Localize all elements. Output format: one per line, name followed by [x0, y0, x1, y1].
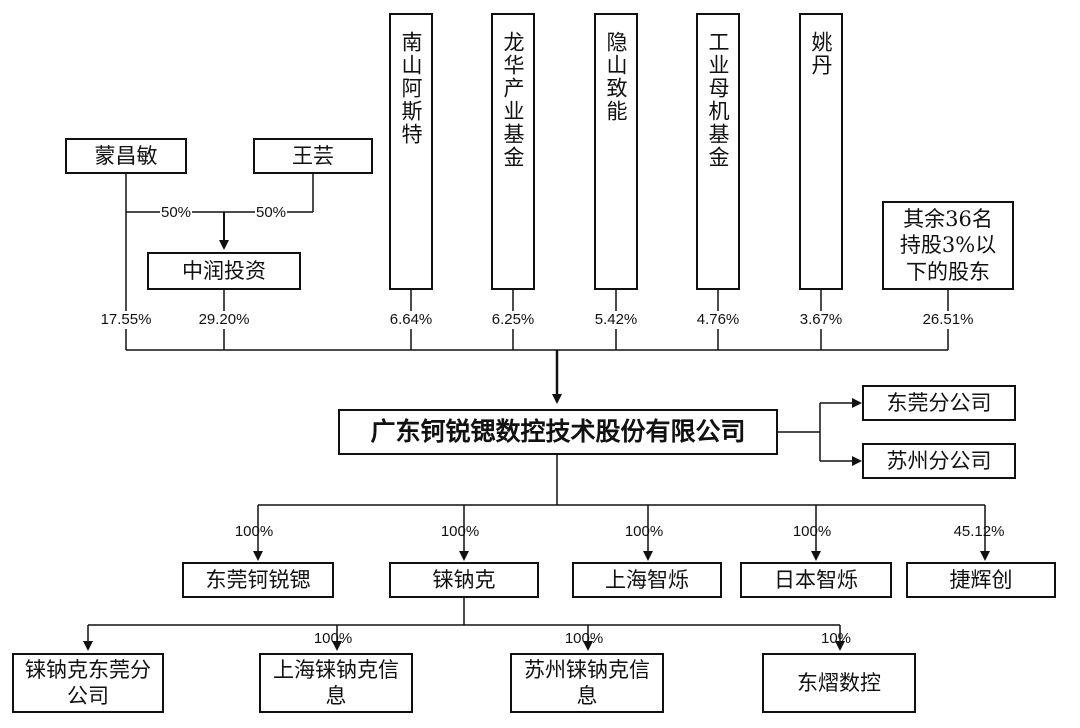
pct-riben-zhishuo: 100% — [792, 523, 832, 540]
subsidiary-shanghai-zhishuo: 上海智烁 — [572, 562, 722, 598]
pct-shanghai-lainake-info: 100% — [313, 630, 353, 647]
subsidiary-lainake: 铼钠克 — [389, 562, 539, 598]
pct-others: 26.51% — [921, 311, 975, 329]
pct-meng-to-zhongrun: 50% — [159, 204, 193, 222]
pct-yao-dan: 3.67% — [798, 311, 844, 329]
pct-dongrong: 10% — [820, 630, 852, 647]
pct-nanshan: 6.64% — [388, 311, 434, 329]
shareholder-wang-yun: 王芸 — [253, 138, 373, 174]
pct-jiehuichuang: 45.12% — [953, 523, 1005, 540]
branch-suzhou: 苏州分公司 — [862, 443, 1016, 479]
subsidiary-riben-zhishuo: 日本智烁 — [740, 562, 892, 598]
pct-shanghai-zhishuo: 100% — [624, 523, 664, 540]
child-shanghai-lainake-info: 上海铼钠克信息 — [259, 653, 413, 713]
shareholder-gongye-fund: 工业母机基金 — [696, 13, 740, 290]
pct-yinshan: 5.42% — [593, 311, 639, 329]
main-company: 广东钶锐锶数控技术股份有限公司 — [338, 409, 778, 455]
pct-suzhou-lainake-info: 100% — [564, 630, 604, 647]
pct-gongye: 4.76% — [695, 311, 741, 329]
pct-longhua: 6.25% — [490, 311, 536, 329]
pct-zhongrun: 29.20% — [197, 311, 251, 329]
subsidiary-dongguan-kerui: 东莞钶锐锶 — [182, 562, 334, 598]
shareholder-meng-changmin: 蒙昌敏 — [65, 138, 187, 174]
shareholder-others: 其余36名持股3%以下的股东 — [882, 201, 1014, 290]
child-suzhou-lainake-info: 苏州铼钠克信息 — [510, 653, 664, 713]
child-lainake-dongguan-branch: 铼钠克东莞分公司 — [12, 653, 164, 713]
pct-dongguan-kerui: 100% — [234, 523, 274, 540]
shareholder-nanshan-aster: 南山阿斯特 — [389, 13, 433, 290]
shareholder-zhongrun-investment: 中润投资 — [147, 252, 301, 290]
shareholder-yao-dan: 姚丹 — [799, 13, 843, 290]
branch-dongguan: 东莞分公司 — [862, 385, 1016, 421]
pct-lainake: 100% — [440, 523, 480, 540]
shareholder-yinshan-zhineng: 隐山致能 — [594, 13, 638, 290]
subsidiary-jiehuichuang: 捷辉创 — [906, 562, 1056, 598]
shareholder-longhua-fund: 龙华产业基金 — [491, 13, 535, 290]
pct-wang-to-zhongrun: 50% — [254, 204, 288, 222]
pct-meng: 17.55% — [99, 311, 153, 329]
child-dongrong-cnc: 东熠数控 — [762, 653, 916, 713]
